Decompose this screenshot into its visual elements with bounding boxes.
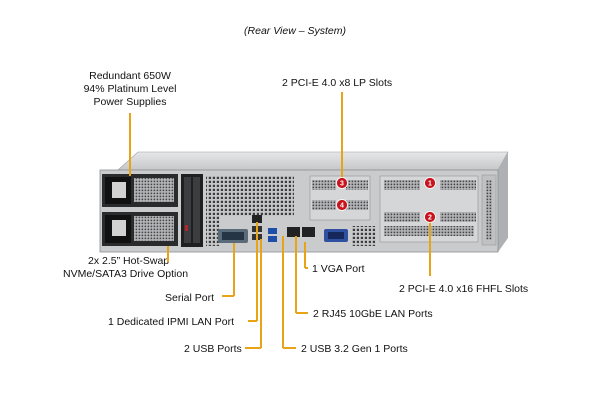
slot-badge-2-text: 2: [428, 215, 432, 222]
ipmi-lan-port: [252, 215, 262, 223]
vent-grid: [206, 176, 294, 216]
slot-badge-4-text: 4: [340, 203, 344, 210]
drive-option-label-line-1: 2x 2.5” Hot-Swap: [88, 255, 170, 267]
rj45-port: [302, 227, 315, 237]
slot-badge-1: 1: [424, 177, 436, 189]
psu-label-line-2: 94% Platinum Level: [83, 83, 177, 95]
slot-badge-4: 4: [336, 199, 348, 211]
chassis-top: [117, 151, 509, 171]
usb3-port: [268, 236, 277, 242]
psu-callout-label: Redundant 650W 94% Platinum Level Power …: [60, 70, 200, 109]
callout-lines: [129, 92, 431, 349]
usb-ports-label: 2 USB Ports: [184, 343, 242, 355]
chassis-side: [498, 152, 508, 252]
power-supply-2: [102, 212, 178, 246]
psu-label-line-3: Power Supplies: [93, 96, 167, 108]
usb3-port: [268, 228, 277, 234]
rj45-lan-label: 2 RJ45 10GbE LAN Ports: [313, 308, 433, 320]
ipmi-lan-label: 1 Dedicated IPMI LAN Port: [108, 316, 235, 328]
slot-badge-3: 3: [336, 177, 348, 189]
slot-badge-2: 2: [424, 211, 436, 223]
rj45-port: [287, 227, 300, 237]
usb3-ports-label: 2 USB 3.2 Gen 1 Ports: [301, 343, 408, 355]
vga-port-label: 1 VGA Port: [312, 263, 365, 275]
power-supply-1: [102, 174, 178, 207]
psu-label-line-1: Redundant 650W: [89, 70, 171, 82]
diagram-title: (Rear View – System): [244, 25, 346, 37]
drive-option-label-line-2: NVMe/SATA3 Drive Option: [63, 268, 189, 280]
serial-port-label: Serial Port: [165, 292, 215, 304]
slot-badge-1-text: 1: [428, 181, 432, 188]
slot-badge-3-text: 3: [340, 181, 344, 188]
lp-slots-label: 2 PCI-E 4.0 x8 LP Slots: [282, 77, 393, 89]
fhfl-slots-label: 2 PCI-E 4.0 x16 FHFL Slots: [399, 283, 529, 295]
